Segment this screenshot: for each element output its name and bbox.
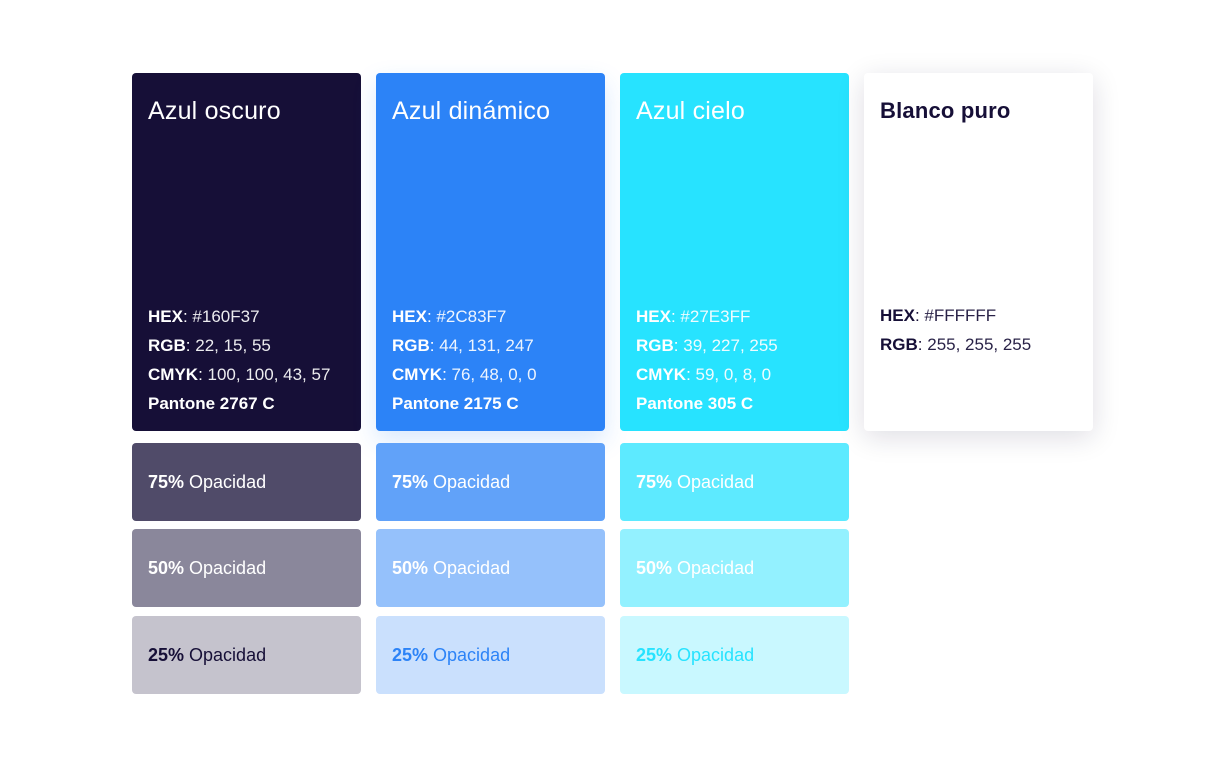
hex-label: HEX xyxy=(880,306,915,325)
tint-percent: 50% xyxy=(392,557,429,578)
tint-50-azul-oscuro: 50%Opacidad xyxy=(132,529,361,607)
tint-percent: 75% xyxy=(148,471,185,492)
swatch-card-azul-dinamico: Azul dinámico HEX: #2C83F7 RGB: 44, 131,… xyxy=(376,73,605,431)
swatch-title: Azul cielo xyxy=(636,97,745,125)
pantone-value: Pantone 2175 C xyxy=(392,394,519,413)
swatch-title: Blanco puro xyxy=(880,98,1011,123)
hex-label: HEX xyxy=(636,307,671,326)
swatch-card-azul-oscuro: Azul oscuro HEX: #160F37 RGB: 22, 15, 55… xyxy=(132,73,361,431)
pantone-value: Pantone 2767 C xyxy=(148,394,275,413)
tint-percent: 50% xyxy=(636,557,673,578)
tint-75-azul-dinamico: 75%Opacidad xyxy=(376,443,605,521)
tint-label: Opacidad xyxy=(677,471,755,492)
swatch-title: Azul dinámico xyxy=(392,97,551,125)
tint-percent: 25% xyxy=(148,644,185,665)
tint-percent: 50% xyxy=(148,557,185,578)
swatch-specs: HEX: #27E3FF RGB: 39, 227, 255 CMYK: 59,… xyxy=(636,307,778,413)
tint-label: Opacidad xyxy=(433,557,511,578)
tint-percent: 25% xyxy=(636,644,673,665)
swatch-specs: HEX: #FFFFFF RGB: 255, 255, 255 xyxy=(880,306,1032,354)
cmyk-value: 59, 0, 8, 0 xyxy=(695,365,772,384)
tint-75-azul-oscuro: 75%Opacidad xyxy=(132,443,361,521)
rgb-value: 39, 227, 255 xyxy=(683,336,778,355)
tint-25-azul-cielo: 25%Opacidad xyxy=(620,616,849,694)
cmyk-value: 100, 100, 43, 57 xyxy=(207,365,331,384)
tint-75-azul-cielo: 75%Opacidad xyxy=(620,443,849,521)
rgb-label: RGB xyxy=(636,336,674,355)
tint-50-azul-cielo: 50%Opacidad xyxy=(620,529,849,607)
swatch-specs: HEX: #160F37 RGB: 22, 15, 55 CMYK: 100, … xyxy=(148,307,331,413)
tint-label: Opacidad xyxy=(433,471,511,492)
tint-50-azul-dinamico: 50%Opacidad xyxy=(376,529,605,607)
tint-percent: 75% xyxy=(636,471,673,492)
rgb-value: 44, 131, 247 xyxy=(439,336,534,355)
tint-percent: 25% xyxy=(392,644,429,665)
cmyk-value: 76, 48, 0, 0 xyxy=(451,365,537,384)
tint-label: Opacidad xyxy=(677,644,755,665)
pantone-value: Pantone 305 C xyxy=(636,394,754,413)
cmyk-label: CMYK xyxy=(392,365,443,384)
rgb-value: 255, 255, 255 xyxy=(927,335,1032,354)
tint-percent: 75% xyxy=(392,471,429,492)
swatch-title: Azul oscuro xyxy=(148,97,281,125)
hex-value: #160F37 xyxy=(192,307,260,326)
rgb-label: RGB xyxy=(880,335,918,354)
rgb-label: RGB xyxy=(392,336,430,355)
tint-label: Opacidad xyxy=(433,644,511,665)
swatch-specs: HEX: #2C83F7 RGB: 44, 131, 247 CMYK: 76,… xyxy=(392,307,537,413)
hex-label: HEX xyxy=(148,307,183,326)
hex-label: HEX xyxy=(392,307,427,326)
cmyk-label: CMYK xyxy=(148,365,199,384)
tint-label: Opacidad xyxy=(189,471,267,492)
tint-25-azul-oscuro: 25%Opacidad xyxy=(132,616,361,694)
tint-label: Opacidad xyxy=(189,644,267,665)
swatch-card-azul-cielo: Azul cielo HEX: #27E3FF RGB: 39, 227, 25… xyxy=(620,73,849,431)
hex-value: #27E3FF xyxy=(680,307,751,326)
hex-value: #2C83F7 xyxy=(436,307,507,326)
hex-value: #FFFFFF xyxy=(924,306,997,325)
rgb-value: 22, 15, 55 xyxy=(195,336,271,355)
swatch-card-blanco-puro: Blanco puro HEX: #FFFFFF RGB: 255, 255, … xyxy=(864,73,1093,431)
tint-label: Opacidad xyxy=(677,557,755,578)
tint-25-azul-dinamico: 25%Opacidad xyxy=(376,616,605,694)
cmyk-label: CMYK xyxy=(636,365,687,384)
rgb-label: RGB xyxy=(148,336,186,355)
tint-label: Opacidad xyxy=(189,557,267,578)
